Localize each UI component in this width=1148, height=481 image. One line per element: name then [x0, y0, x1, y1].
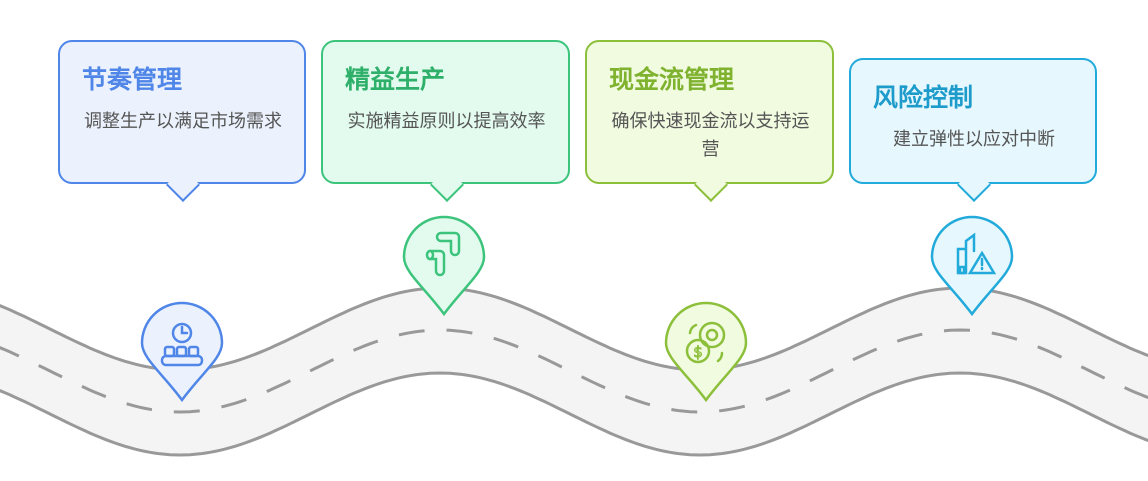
pin-shape [930, 215, 1014, 317]
cash-flow-icon: $ [685, 321, 726, 364]
card-lean-production: 精益生产 实施精益原则以提高效率 [321, 40, 570, 202]
svg-text:$: $ [693, 343, 703, 361]
card-cash-flow-management: 现金流管理 确保快速现金流以支持运营 [585, 40, 834, 202]
card-description: 实施精益原则以提高效率 [347, 111, 546, 132]
road-center-line [0, 328, 1148, 414]
card-title: 精益生产 [345, 65, 446, 94]
road-surface [0, 288, 1148, 455]
building-warning-icon [956, 232, 997, 275]
card-description: 确保快速现金流以支持运营 [611, 111, 810, 160]
card-title: 节奏管理 [82, 65, 183, 94]
card-risk-control: 风险控制 建立弹性以应对中断 [849, 58, 1097, 202]
pin-shape [140, 301, 224, 403]
conveyor-clock-icon [160, 322, 204, 367]
map-pin-2 [402, 215, 486, 317]
map-pin-1 [140, 301, 224, 403]
road-edge-bottom [0, 371, 1148, 457]
card-rhythm-management: 节奏管理 调整生产以满足市场需求 [58, 40, 306, 202]
map-pin-3: $ [664, 301, 748, 403]
card-title: 风险控制 [873, 83, 974, 112]
card-title: 现金流管理 [609, 65, 735, 94]
pin-shape [664, 301, 748, 403]
card-description: 调整生产以满足市场需求 [84, 111, 282, 132]
pipe-icon [425, 231, 461, 277]
card-description: 建立弹性以应对中断 [893, 129, 1055, 150]
map-pin-4 [930, 215, 1014, 317]
